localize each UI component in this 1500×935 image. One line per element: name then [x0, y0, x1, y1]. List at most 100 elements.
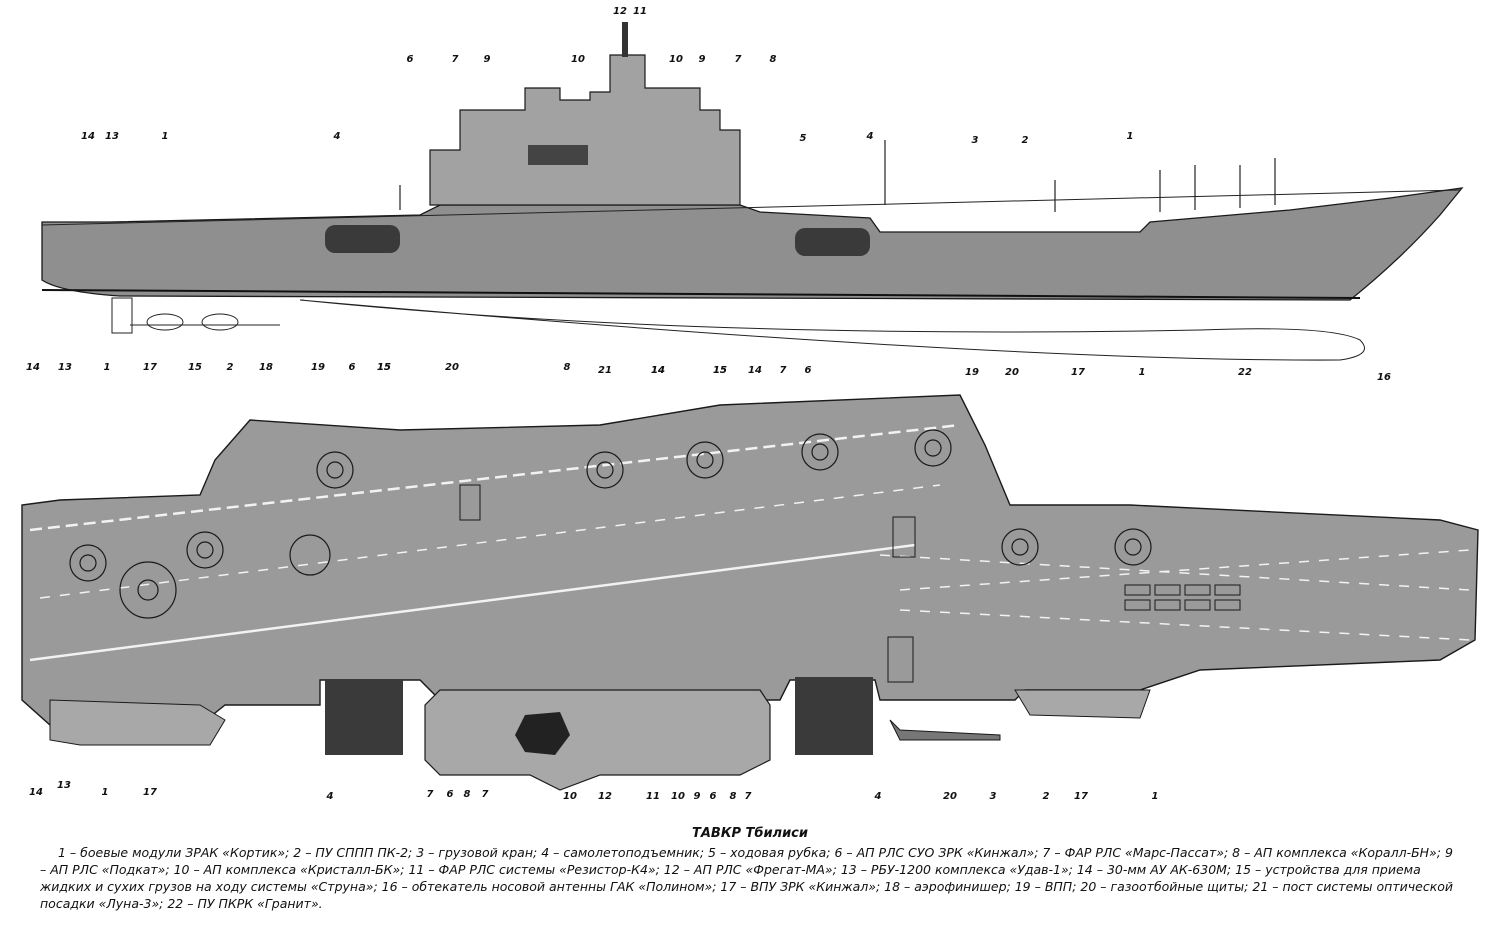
callout-plan-4a: 4 [326, 791, 334, 802]
callout-plan-7c: 7 [482, 789, 489, 800]
callout-side-5: 5 [800, 133, 807, 144]
callout-side-13: 13 [105, 131, 119, 142]
callout-plan-14: 14 [26, 362, 40, 373]
callout-plan-6b: 6 [805, 365, 812, 376]
deck-antennas-side [399, 140, 1276, 212]
callout-plan-20c: 20 [943, 791, 957, 802]
caption-legend: 1 – боевые модули ЗРАК «Кортик»; 2 – ПУ … [40, 845, 1454, 911]
bow-sponson-bottom [1014, 689, 1151, 719]
callout-plan-8a: 8 [564, 362, 571, 373]
callout-plan-7d: 7 [745, 791, 752, 802]
hull-side [41, 187, 1464, 301]
angled-deck-edge-right [29, 543, 916, 662]
callout-plan-1a: 1 [104, 362, 111, 373]
bow-runway-right [899, 609, 1471, 641]
callout-plan-13b: 13 [57, 780, 71, 791]
mast [622, 22, 628, 57]
aircraft-lift-fwd-plan [795, 677, 873, 755]
callout-side-2: 2 [1022, 135, 1029, 146]
callout-plan-6d: 6 [710, 791, 717, 802]
gas-deflector-1 [459, 484, 481, 521]
callout-side-15a: 15 [188, 362, 202, 373]
callout-plan-22: 22 [1238, 367, 1252, 378]
callout-plan-8b: 8 [464, 789, 471, 800]
callout-side-1a: 1 [162, 131, 169, 142]
callout-plan-17d: 17 [1074, 791, 1088, 802]
callout-side-14b: 14 [651, 365, 665, 376]
callout-plan-1c: 1 [102, 787, 109, 798]
caption-title: ТАВКР Тбилиси [691, 826, 809, 841]
bridge-windows [528, 145, 588, 165]
callout-plan-9: 9 [694, 791, 701, 802]
callout-side-11: 11 [633, 6, 647, 17]
plan-view: 14 13 1 17 2 18 19 6 15 20 8 21 14 15 14… [21, 362, 1479, 802]
callout-side-9a: 9 [484, 54, 491, 65]
callout-plan-14c: 14 [748, 365, 762, 376]
callout-plan-3: 3 [990, 791, 997, 802]
landing-spots [69, 429, 1152, 619]
callout-plan-7b: 7 [427, 789, 434, 800]
side-view: 12 11 10 9 7 6 10 9 7 8 14 13 1 4 5 4 3 … [41, 6, 1464, 383]
callout-side-14: 14 [81, 131, 95, 142]
callout-plan-21: 21 [598, 365, 612, 376]
callout-plan-6c: 6 [447, 789, 454, 800]
flight-deck-line-side [41, 189, 1461, 226]
callout-side-4a: 4 [333, 131, 341, 142]
aircraft-lift-aft-side [325, 225, 400, 253]
island-central-mast [515, 712, 570, 755]
callout-side-8: 8 [770, 54, 777, 65]
callout-plan-19a: 19 [311, 362, 325, 373]
stern-sponson-bottom [49, 699, 226, 746]
callout-plan-6a: 6 [349, 362, 356, 373]
island-plan [424, 689, 771, 791]
callout-plan-18: 18 [259, 362, 273, 373]
flight-deck-plan [21, 394, 1479, 726]
callout-plan-1b: 1 [1139, 367, 1146, 378]
callout-side-12: 12 [613, 6, 627, 17]
granit-launcher-hatches [1124, 584, 1241, 611]
gas-deflector-2 [892, 516, 916, 558]
callout-side-15c: 15 [713, 365, 727, 376]
callout-plan-17c: 17 [143, 787, 157, 798]
callout-plan-11: 11 [646, 791, 660, 802]
figure-caption: ТАВКР Тбилиси 1 – боевые модули ЗРАК «Ко… [0, 826, 1500, 912]
callout-plan-13: 13 [58, 362, 72, 373]
callout-plan-15b: 15 [713, 365, 727, 376]
callout-plan-10b: 10 [671, 791, 685, 802]
aircraft-lift-aft-plan [325, 680, 403, 755]
callout-plan-4b: 4 [874, 791, 882, 802]
callout-plan-14d: 14 [29, 787, 43, 798]
callout-side-15b: 15 [377, 362, 391, 373]
propellers-rudders [111, 297, 280, 334]
callout-plan-10a: 10 [563, 791, 577, 802]
callout-plan-1d: 1 [1152, 791, 1159, 802]
callout-side-7a: 7 [452, 54, 459, 65]
callout-plan-2: 2 [227, 362, 234, 373]
callout-plan-8c: 8 [730, 791, 737, 802]
callout-plan-2b: 2 [1043, 791, 1050, 802]
callout-plan-12: 12 [598, 791, 612, 802]
callout-plan-15: 15 [377, 362, 391, 373]
callout-plan-20a: 20 [445, 362, 459, 373]
callout-side-1b: 1 [1127, 131, 1134, 142]
callout-plan-14b: 14 [651, 365, 665, 376]
callout-side-10b: 10 [669, 54, 683, 65]
callout-side-3: 3 [972, 135, 979, 146]
waterline [41, 289, 1361, 299]
island-superstructure [429, 54, 741, 206]
callout-side-4b: 4 [866, 131, 874, 142]
callout-plan-17a: 17 [143, 362, 157, 373]
callout-side-9b: 9 [699, 54, 706, 65]
callout-side-10: 10 [571, 54, 585, 65]
sonar-dome-outline [299, 299, 1365, 361]
callout-plan-19b: 19 [965, 367, 979, 378]
gas-deflector-3 [887, 636, 914, 683]
callout-side-6a: 6 [407, 54, 414, 65]
callout-plan-7a: 7 [780, 365, 787, 376]
cargo-crane-plan [889, 719, 1001, 741]
callout-plan-17b: 17 [1071, 367, 1085, 378]
callout-plan-20b: 20 [1005, 367, 1019, 378]
bow-runway-left [899, 549, 1471, 591]
callout-side-7b: 7 [735, 54, 742, 65]
